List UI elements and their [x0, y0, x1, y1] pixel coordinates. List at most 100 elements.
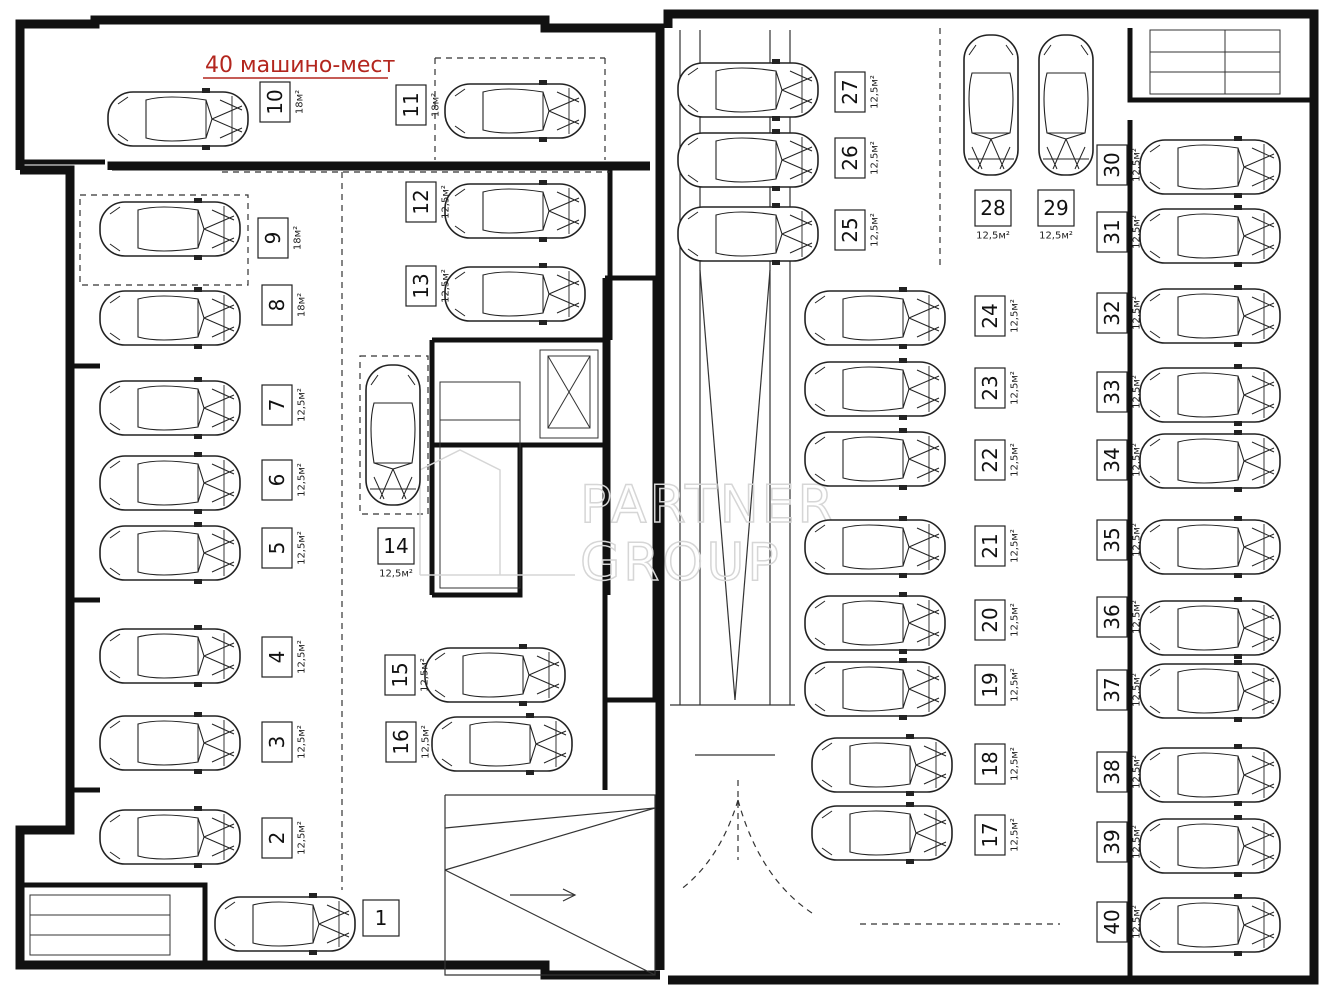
spot-number-box [261, 459, 293, 501]
spot-number-box [974, 295, 1006, 337]
spot-number: 23 [978, 375, 1002, 400]
car-icon [1139, 596, 1281, 660]
car-icon [677, 58, 819, 122]
spot-area: 12,5м² [1132, 296, 1143, 330]
spot-number-box [1096, 901, 1128, 943]
inner-walls [20, 28, 1310, 976]
spot-number-box [377, 527, 415, 565]
spot-area: 12,5м² [297, 463, 308, 497]
outer-walls [15, 9, 1319, 985]
spot-area: 12,5м² [1039, 231, 1073, 242]
spot-number: 36 [1100, 604, 1124, 629]
spot-number-box [1096, 144, 1128, 186]
spot-area: 12,5м² [1010, 668, 1021, 702]
spot-number-box [834, 71, 866, 113]
car-icon [431, 712, 573, 776]
car-icon [99, 197, 241, 261]
spot-number: 8 [265, 299, 289, 312]
car-icon [1139, 135, 1281, 199]
car-icon [107, 87, 249, 151]
spot-area: 12,5м² [297, 388, 308, 422]
car-icon [1139, 893, 1281, 957]
spot-number: 21 [978, 533, 1002, 558]
spot-number-box [385, 721, 417, 763]
spot-number: 15 [388, 662, 412, 687]
spot-number-box [261, 284, 293, 326]
car-icon [963, 34, 1019, 176]
watermark-line2: GROUP [580, 533, 782, 593]
car-icon [804, 515, 946, 579]
spot-area: 12,5м² [1132, 375, 1143, 409]
spot-area: 12,5м² [1132, 443, 1143, 477]
car-icon [1139, 363, 1281, 427]
spot-number: 3 [265, 736, 289, 749]
spot-number-box [405, 265, 437, 307]
spot-area: 18м² [293, 226, 304, 250]
spot-number: 11 [399, 92, 423, 117]
spot-number: 28 [980, 196, 1005, 220]
car-icon [99, 451, 241, 515]
parking-spot-1[interactable]: 1 [214, 892, 400, 956]
spot-number-box [261, 527, 293, 569]
car-icon [365, 364, 421, 506]
car-icon [1139, 814, 1281, 878]
watermark: PARTNER GROUP [419, 449, 834, 594]
parking-spot-6[interactable]: 6 12,5м² [99, 451, 308, 515]
spot-number: 4 [265, 651, 289, 664]
spot-number-box [261, 636, 293, 678]
car-icon [444, 179, 586, 243]
spot-number: 18 [978, 751, 1002, 776]
spot-number: 2 [265, 832, 289, 845]
spot-area: 12,5м² [1132, 755, 1143, 789]
spot-number-box [974, 367, 1006, 409]
car-icon [1038, 34, 1094, 176]
spot-number: 1 [375, 906, 388, 930]
spot-area: 12,5м² [1132, 523, 1143, 557]
spot-area: 12,5м² [379, 569, 413, 580]
spot-number-box [384, 654, 416, 696]
spot-number: 6 [265, 474, 289, 487]
spot-area: 12,5м² [870, 213, 881, 247]
spot-area: 12,5м² [441, 269, 452, 303]
car-icon [1139, 284, 1281, 348]
